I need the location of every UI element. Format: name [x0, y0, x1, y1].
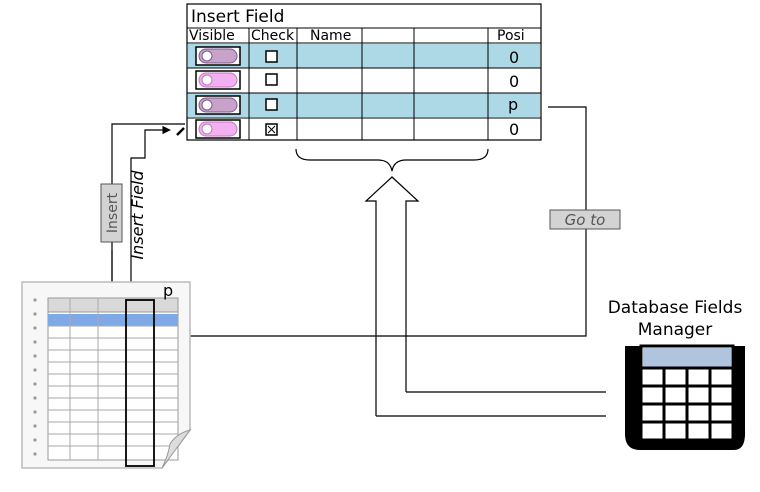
spreadsheet-highlight-row: [48, 314, 178, 326]
row-checkbox[interactable]: [265, 50, 278, 63]
visible-toggle[interactable]: [195, 119, 241, 139]
table-row: 0: [195, 119, 519, 139]
posi-value: 0: [509, 72, 519, 91]
table-row: 0: [195, 46, 519, 67]
visible-toggle[interactable]: [195, 46, 241, 66]
table-row: p: [195, 95, 518, 115]
table-header-row: Visible Check Name Posi: [187, 28, 541, 44]
column-header-posi: Posi: [497, 28, 525, 44]
column-header-visible: Visible: [189, 28, 235, 44]
insert-connector: Insert: [100, 123, 185, 298]
table-row-1-shade: [188, 44, 540, 68]
manager-label-line2: Manager: [638, 320, 713, 340]
posi-value: p: [508, 95, 518, 114]
curly-brace: [295, 148, 489, 172]
spreadsheet-column-marker: p: [163, 281, 173, 300]
row-checkbox[interactable]: [265, 73, 278, 86]
table-row-3-shade: [188, 93, 540, 117]
column-header-check: Check: [251, 28, 295, 44]
visible-toggle[interactable]: [195, 70, 241, 90]
row-checkbox-checked[interactable]: [265, 123, 278, 136]
database-table-icon: [625, 344, 746, 450]
insert-field-connector: Insert Field: [128, 125, 185, 460]
row-checkbox[interactable]: [265, 98, 278, 111]
visible-toggle[interactable]: [195, 95, 241, 115]
insert-field-table: Insert Field Visible Check Name Posi: [186, 3, 542, 141]
column-header-name: Name: [310, 28, 351, 44]
insert-field-title: Insert Field: [191, 7, 284, 27]
go-to-connector: Go to: [179, 106, 621, 341]
table-row: 0: [195, 70, 519, 91]
posi-value: 0: [509, 48, 519, 67]
go-to-label: Go to: [565, 211, 606, 229]
spreadsheet-target-column: [125, 299, 155, 467]
posi-value: 0: [509, 120, 519, 139]
hollow-up-arrow: [364, 176, 420, 416]
insert-label: Insert: [105, 192, 121, 233]
spreadsheet-document-icon: p: [21, 281, 192, 469]
manager-label-line1: Database Fields: [608, 298, 743, 318]
insert-field-label: Insert Field: [128, 170, 147, 260]
